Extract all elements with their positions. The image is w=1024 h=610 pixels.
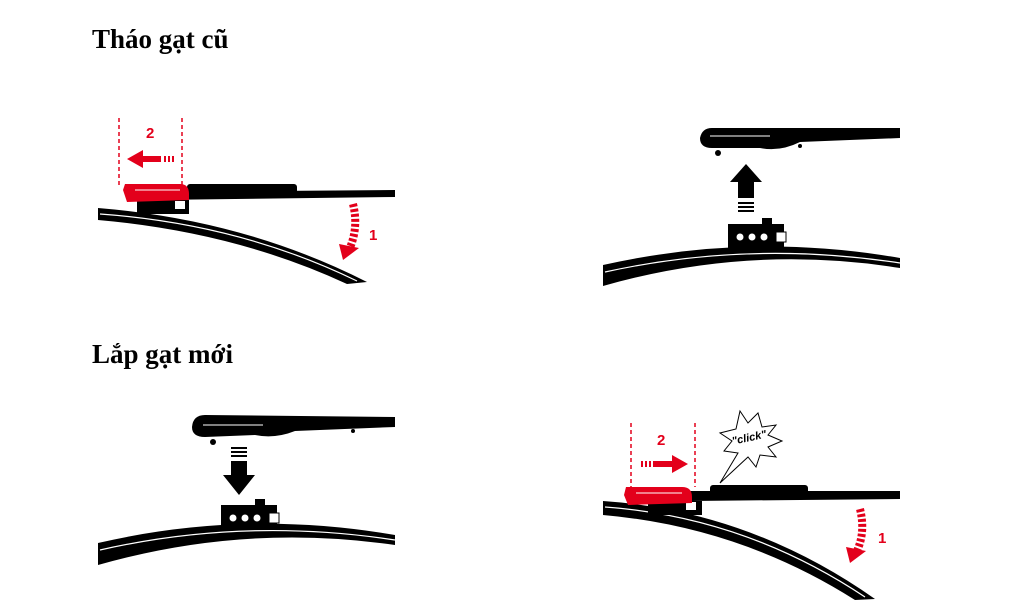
diagram-remove-lift-blade bbox=[600, 120, 905, 290]
diagram-install-lower-blade bbox=[95, 405, 400, 575]
wiper-blade bbox=[700, 128, 900, 150]
tilt-down-arrow bbox=[345, 203, 360, 252]
section-title-install-new-wiper: Lắp gạt mới bbox=[92, 339, 233, 369]
diagram-remove-slide-off: 2 1 bbox=[95, 110, 400, 285]
step-number-2: 2 bbox=[146, 125, 154, 142]
wiper-arm bbox=[603, 501, 875, 600]
step-number-2: 2 bbox=[657, 432, 665, 449]
wiper-arm bbox=[98, 523, 395, 565]
section-title-remove-old-wiper: Tháo gạt cũ bbox=[92, 24, 229, 54]
lift-up-arrow bbox=[730, 164, 762, 198]
click-burst bbox=[718, 409, 784, 484]
diagram-install-slide-click: "click" 2 1 bbox=[600, 405, 905, 600]
step-number-1: 1 bbox=[878, 530, 886, 547]
wiper-arm bbox=[603, 246, 900, 286]
lower-down-arrow bbox=[223, 461, 255, 495]
wiper-arm bbox=[98, 208, 367, 284]
red-adapter bbox=[123, 184, 189, 202]
step-number-1: 1 bbox=[369, 227, 377, 244]
red-adapter bbox=[624, 487, 692, 505]
tilt-down-arrow bbox=[852, 508, 867, 555]
wiper-blade bbox=[192, 415, 395, 437]
slide-left-arrow bbox=[127, 150, 161, 168]
slide-right-arrow bbox=[653, 455, 688, 473]
